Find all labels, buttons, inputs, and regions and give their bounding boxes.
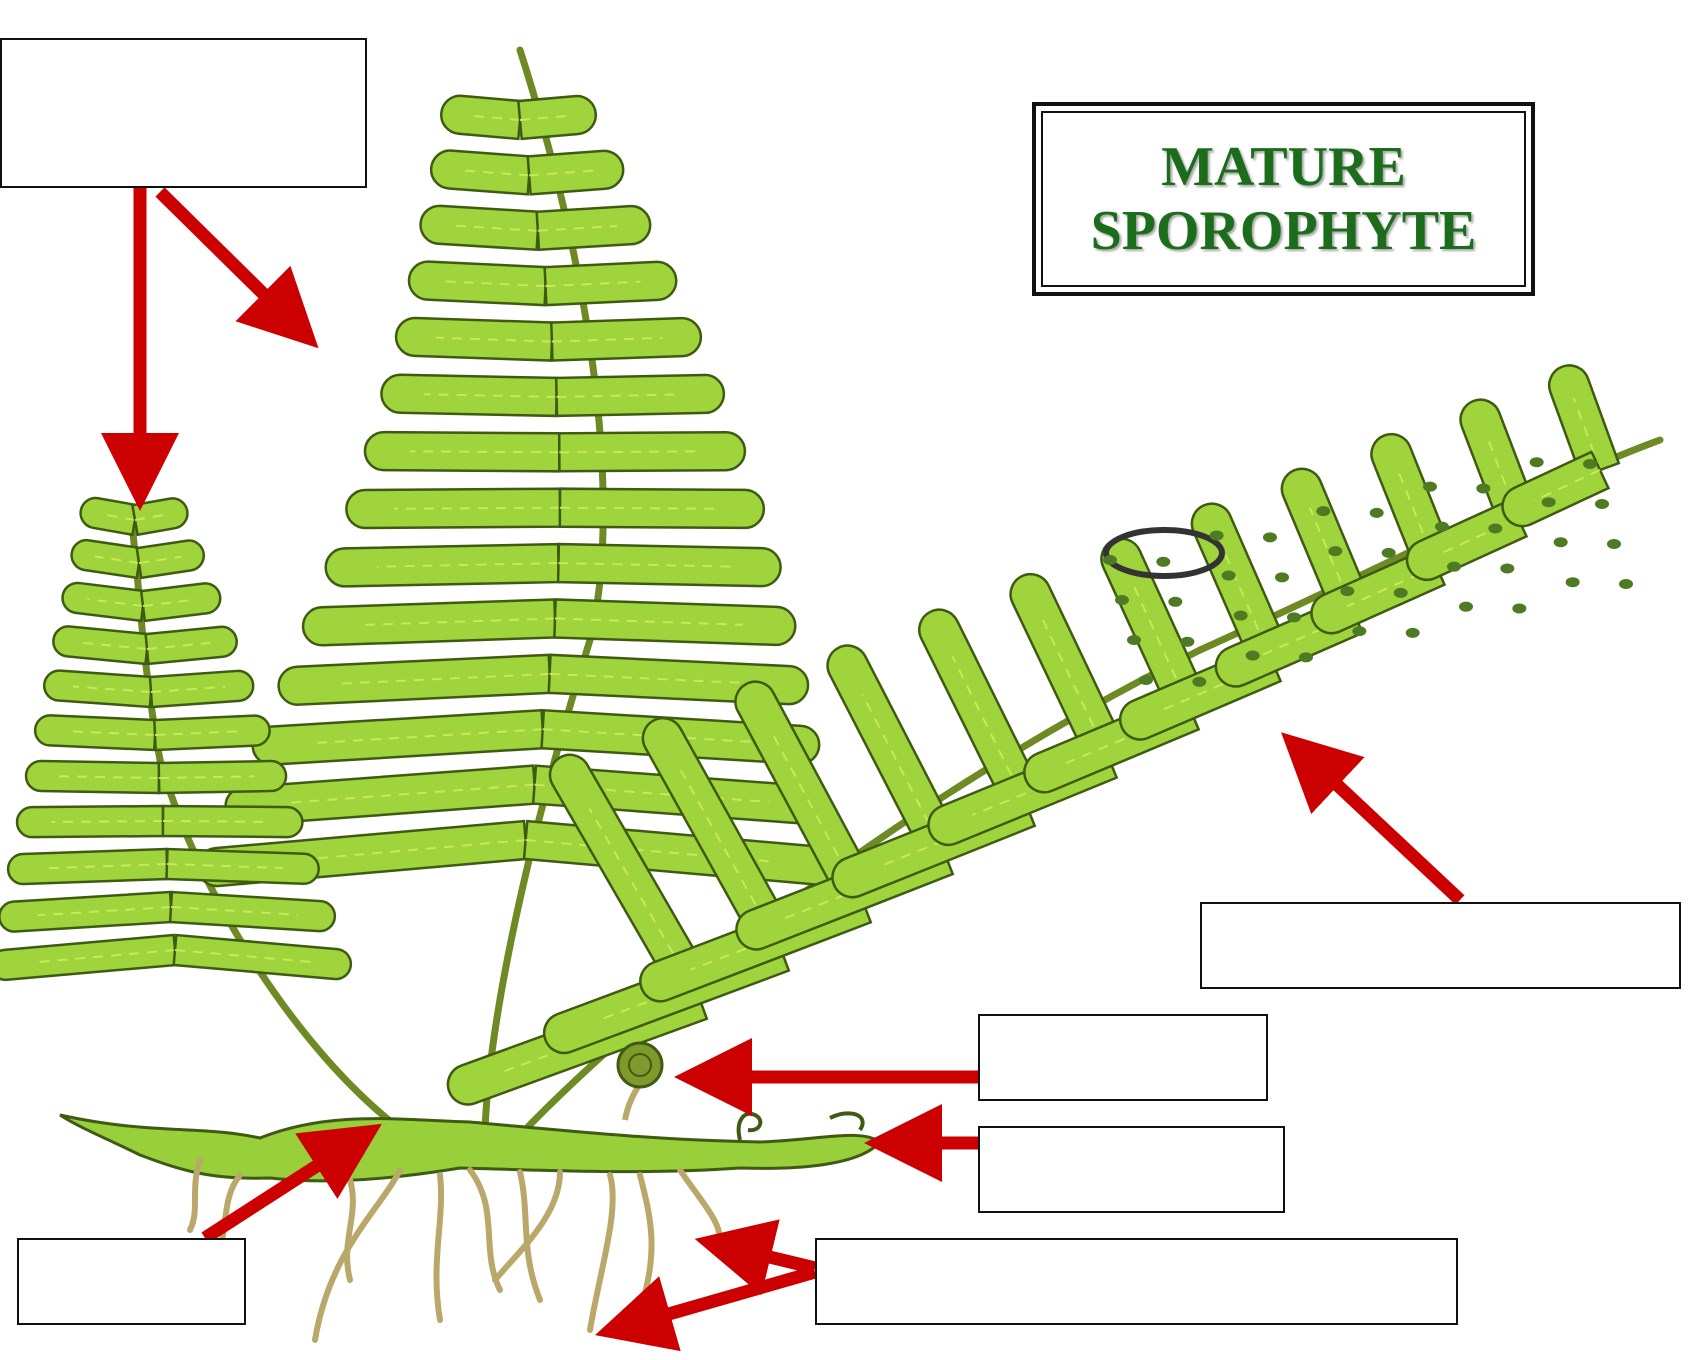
sorus-dot <box>1583 459 1597 469</box>
sorus-dot <box>1180 637 1194 647</box>
sorus-dot <box>1156 557 1170 567</box>
sorus-dot <box>1447 562 1461 572</box>
pinna-left <box>409 262 546 306</box>
sorus-dot <box>1382 548 1396 558</box>
sorus-dot <box>1530 457 1544 467</box>
sorus-dot <box>1287 612 1301 622</box>
sorus-dot <box>1263 532 1277 542</box>
pinna-right <box>524 821 838 885</box>
sorus-dot <box>1459 602 1473 612</box>
pinna-left <box>346 489 560 528</box>
pinna-left <box>431 151 530 195</box>
pinna-left <box>44 671 152 707</box>
sorus-dot <box>1542 497 1556 507</box>
sorus-dot <box>1275 572 1289 582</box>
sorus-dot <box>1476 483 1490 493</box>
sorus-dot <box>1435 522 1449 532</box>
sorus-dot <box>1168 597 1182 607</box>
pinna-vein <box>560 508 717 509</box>
sorus-dot <box>1554 537 1568 547</box>
pinna-left <box>0 935 176 980</box>
sorus-dot <box>1500 563 1514 573</box>
pinna-left <box>0 892 172 932</box>
pinna-right <box>560 489 764 528</box>
sorus-dot <box>1115 595 1129 605</box>
title-box: MATURE SPOROPHYTE <box>1032 102 1535 296</box>
sorus-dot <box>1352 626 1366 636</box>
pinna-vein <box>410 451 559 452</box>
label-box-rhizome[interactable] <box>17 1238 246 1325</box>
label-box-fiddlehead[interactable] <box>978 1014 1268 1101</box>
sorus-dot <box>1512 603 1526 613</box>
title-inner-frame: MATURE SPOROPHYTE <box>1041 111 1526 287</box>
sorus-dot <box>1246 651 1260 661</box>
sorus-dot <box>1222 571 1236 581</box>
title-line-1: MATURE <box>1091 135 1477 199</box>
frond-main <box>198 96 838 886</box>
sorus-dot <box>1192 677 1206 687</box>
pinna-left <box>53 626 148 664</box>
sorus-dot <box>1423 482 1437 492</box>
red-arrow-icon <box>160 192 300 330</box>
sorus-dot <box>1316 506 1330 516</box>
sorus-dot <box>1299 652 1313 662</box>
diagram-title: MATURE SPOROPHYTE <box>1091 135 1477 264</box>
label-box-sori[interactable] <box>1200 902 1681 989</box>
sorus-dot <box>1394 588 1408 598</box>
sorus-dot <box>1210 531 1224 541</box>
sorus-dot <box>1340 586 1354 596</box>
sorus-dot <box>1103 555 1117 565</box>
pinna-right <box>528 151 623 195</box>
pinna-left <box>381 375 556 416</box>
pinna-right <box>150 671 253 707</box>
label-box-roots[interactable] <box>815 1238 1458 1325</box>
title-line-2: SPOROPHYTE <box>1091 199 1477 263</box>
fiddlehead-icon <box>618 1043 760 1140</box>
pinna-right <box>137 541 204 578</box>
pinna-right <box>174 935 351 979</box>
sorus-dot <box>1607 539 1621 549</box>
sorus-dot <box>1127 635 1141 645</box>
sorus-dot <box>1234 611 1248 621</box>
pinna-right <box>554 599 795 644</box>
pinna-left <box>303 599 556 645</box>
sorus-dot <box>1566 577 1580 587</box>
pinna-left <box>72 540 142 578</box>
sorus-dot <box>1139 675 1153 685</box>
sorus-dot <box>1406 628 1420 638</box>
pinna-right <box>545 262 677 305</box>
sorus-dot <box>1370 508 1384 518</box>
sorus-dot <box>1595 499 1609 509</box>
label-box-rhizome-tip[interactable] <box>978 1126 1285 1213</box>
label-box-frond[interactable] <box>0 38 367 188</box>
sorus-dot <box>1328 546 1342 556</box>
roots <box>190 1160 720 1340</box>
sorus-dot <box>1488 523 1502 533</box>
red-arrow-icon <box>720 1245 815 1268</box>
sorus-dot <box>1619 579 1633 589</box>
red-arrow-icon <box>1300 750 1460 900</box>
